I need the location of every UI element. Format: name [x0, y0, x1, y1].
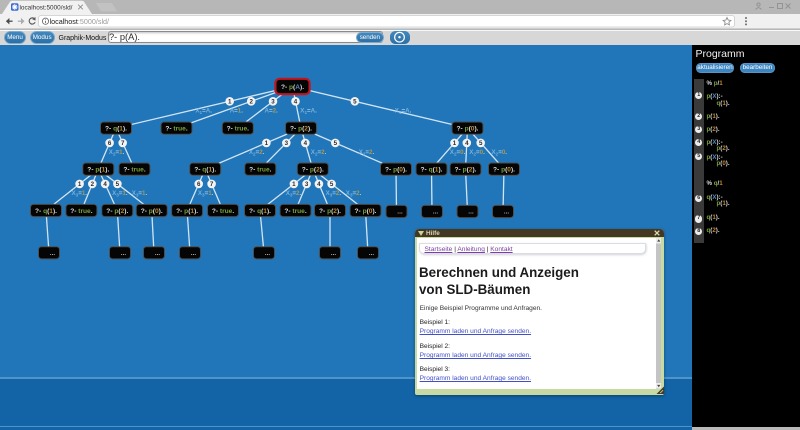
svg-text:4: 4: [465, 140, 469, 147]
svg-text:X2=2.: X2=2.: [249, 149, 265, 156]
svg-text:4: 4: [103, 181, 107, 188]
svg-text:...: ...: [50, 250, 56, 257]
svg-text:localhost:5000/sld/: localhost:5000/sld/: [20, 5, 73, 12]
svg-text:?- p(2).: ?- p(2).: [302, 166, 324, 173]
svg-text:X3=1.: X3=1.: [132, 190, 148, 197]
svg-text:1: 1: [265, 140, 269, 147]
svg-text:?- q(1).: ?- q(1).: [105, 125, 127, 132]
svg-text:?- true.: ?- true.: [123, 166, 146, 173]
svg-text:...: ...: [433, 208, 439, 215]
svg-text:?- p(1).: ?- p(1).: [87, 166, 109, 173]
svg-text:7: 7: [121, 140, 125, 147]
svg-text:X3=1.: X3=1.: [112, 190, 128, 197]
svg-text:3: 3: [271, 98, 275, 105]
svg-text:?- q(1).: ?- q(1).: [35, 207, 57, 214]
svg-text:...: ...: [121, 250, 127, 257]
svg-text:A=2.: A=2.: [265, 107, 279, 114]
svg-text:?- p(2).: ?- p(2).: [319, 207, 341, 214]
svg-text:?- true.: ?- true.: [212, 207, 235, 214]
svg-text:?- p(0).: ?- p(0).: [457, 125, 479, 132]
svg-text:?- p(2).: ?- p(2).: [290, 125, 312, 132]
svg-text:1: 1: [453, 140, 457, 147]
svg-text:1: 1: [78, 181, 82, 188]
svg-text:X3=2.: X3=2.: [346, 190, 362, 197]
svg-text:2: 2: [249, 98, 253, 105]
svg-text:X2=0.: X2=0.: [450, 149, 466, 156]
svg-text:...: ...: [191, 250, 197, 257]
svg-text:X3=1.: X3=1.: [198, 190, 214, 197]
svg-text:X3=1.: X3=1.: [72, 190, 88, 197]
svg-text:4: 4: [304, 140, 308, 147]
svg-text:1: 1: [292, 181, 296, 188]
svg-text:X2=1.: X2=1.: [109, 149, 125, 156]
svg-text:6: 6: [108, 140, 112, 147]
svg-text:?- true.: ?- true.: [227, 125, 250, 132]
svg-text:...: ...: [265, 250, 271, 257]
svg-text:?- p(0).: ?- p(0).: [355, 207, 377, 214]
svg-text:...: ...: [504, 208, 510, 215]
svg-text:3: 3: [305, 181, 309, 188]
svg-text:?- p(0).: ?- p(0).: [493, 166, 515, 173]
svg-text:...: ...: [369, 250, 375, 257]
svg-text:?- p(2).: ?- p(2).: [106, 207, 128, 214]
svg-text:?- p(1).: ?- p(1).: [176, 207, 198, 214]
svg-text:X2=0.: X2=0.: [469, 149, 485, 156]
svg-text:4: 4: [317, 181, 321, 188]
svg-text:?- p(0).: ?- p(0).: [141, 207, 163, 214]
svg-text:4: 4: [294, 98, 298, 105]
svg-text:?- true.: ?- true.: [165, 125, 188, 132]
svg-text:6: 6: [197, 181, 201, 188]
svg-text:2: 2: [91, 181, 95, 188]
svg-text:X1=A.: X1=A.: [195, 107, 212, 114]
svg-text:3: 3: [285, 140, 289, 147]
svg-text:?- true.: ?- true.: [70, 207, 93, 214]
svg-text:...: ...: [468, 208, 474, 215]
svg-text:?- p(0).: ?- p(0).: [385, 166, 407, 173]
svg-text:5: 5: [353, 98, 357, 105]
svg-text:5: 5: [330, 181, 334, 188]
svg-text:1: 1: [228, 98, 232, 105]
svg-text:?- q(1).: ?- q(1).: [421, 166, 443, 173]
svg-text:?- p(A).: ?- p(A).: [281, 83, 304, 90]
svg-text:5: 5: [479, 140, 483, 147]
svg-text:5: 5: [334, 140, 338, 147]
svg-text:7: 7: [210, 181, 214, 188]
svg-text:X1=A.: X1=A.: [300, 107, 317, 114]
svg-text:X3=2.: X3=2.: [286, 190, 302, 197]
svg-text:X1=A.: X1=A.: [395, 107, 412, 114]
svg-text:...: ...: [155, 250, 161, 257]
svg-text:A=1.: A=1.: [230, 107, 244, 114]
svg-text:X3=2.: X3=2.: [326, 190, 342, 197]
svg-text:X2=2.: X2=2.: [311, 149, 327, 156]
svg-text:X2=2.: X2=2.: [359, 149, 375, 156]
svg-text:?- p(2).: ?- p(2).: [455, 166, 477, 173]
svg-text:X2=0.: X2=0.: [492, 149, 508, 156]
svg-text:?- true.: ?- true.: [284, 207, 307, 214]
svg-text:localhost:5000/sld/: localhost:5000/sld/: [50, 17, 110, 26]
svg-text:...: ...: [331, 250, 337, 257]
svg-text:?- q(1).: ?- q(1).: [249, 207, 271, 214]
svg-text:5: 5: [116, 181, 120, 188]
svg-text:?- q(1).: ?- q(1).: [194, 166, 216, 173]
svg-text:...: ...: [397, 208, 403, 215]
svg-text:?- true.: ?- true.: [249, 166, 272, 173]
